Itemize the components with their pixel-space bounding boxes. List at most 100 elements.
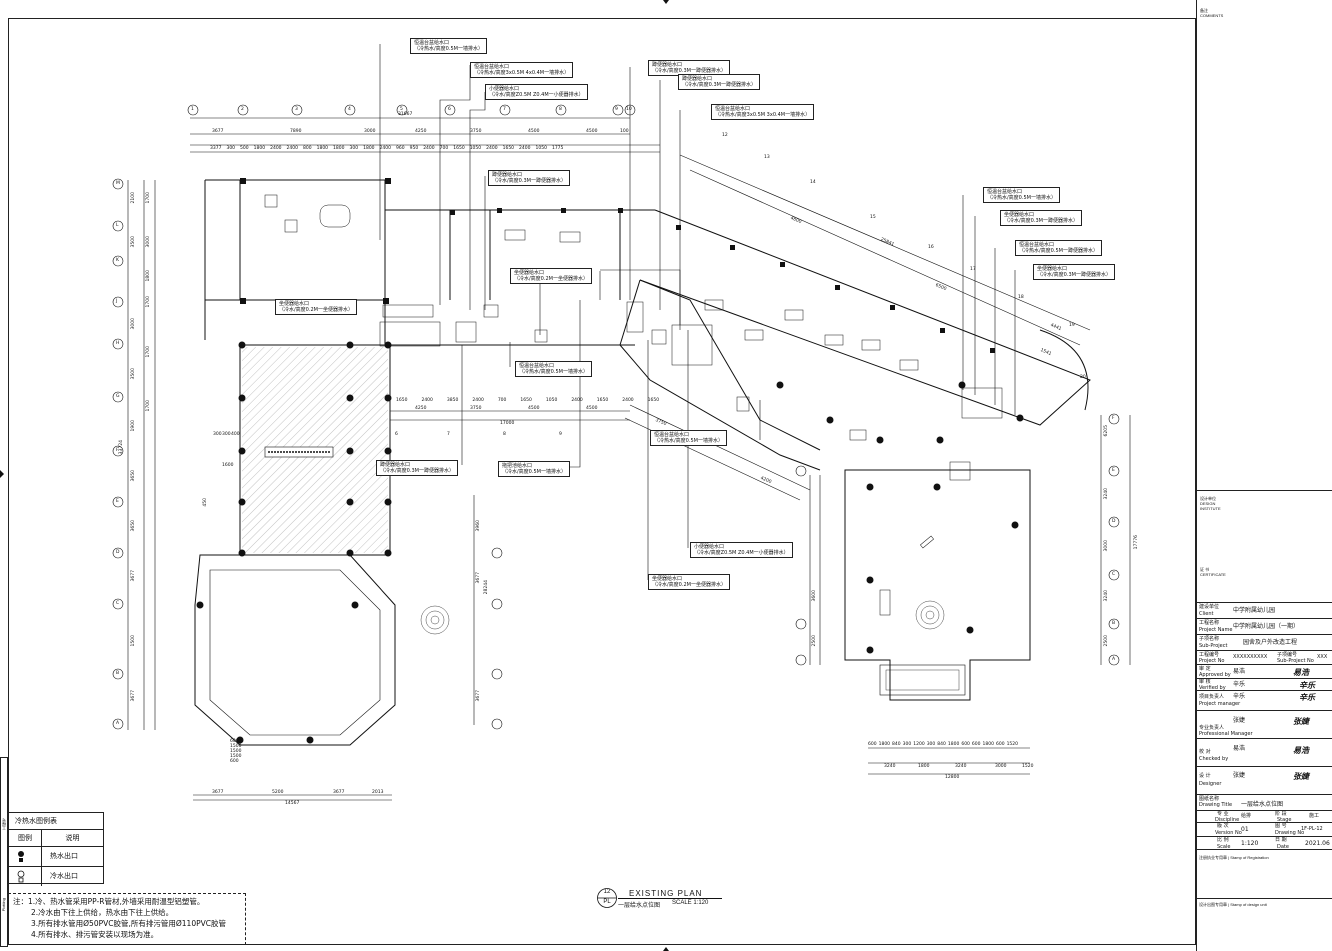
plan-sheet: PL xyxy=(603,899,611,905)
callout-box: 坐便器给水口（冷水/高度0.2M一坐便器排水） xyxy=(648,574,730,590)
dimension-total: 33724 xyxy=(119,440,124,455)
dimension: 1650 xyxy=(647,398,660,403)
signature-icon: 辛乐 xyxy=(1299,692,1315,702)
scale-value: 1:120 xyxy=(1241,840,1259,847)
dimension: 3677 xyxy=(212,129,224,134)
date-value: 2021.06 xyxy=(1305,840,1330,847)
callout-box: 小便器给水口（冷水/高度Z0.5M Z0.4M一小便器排水） xyxy=(485,84,588,100)
designer-label-en: Designer xyxy=(1199,781,1222,787)
callout-title: 坐便器给水口 xyxy=(279,301,310,307)
dimension: 1600 xyxy=(222,463,234,468)
dimension: 1800 xyxy=(878,742,891,747)
dimension-total: 14567 xyxy=(285,801,300,806)
dimension: 3240 xyxy=(884,764,896,769)
project-row: 工程名称 Project Name 中学附属幼儿园（一期） xyxy=(1197,618,1332,634)
legend-table: 冷热水图例表 图例 说明 热水出口 冷水出口 xyxy=(8,812,104,886)
right-dimension-lines xyxy=(809,415,1131,665)
verified-value: 辛乐 xyxy=(1233,681,1246,688)
callout-detail: （冷热水/高度3x0.5M 3x0.4M一墙排水） xyxy=(715,112,811,118)
callout-title: 恒温台盆给水口 xyxy=(519,363,555,369)
checked-row: 校 对 Checked by 易浩 易浩 xyxy=(1197,738,1332,766)
callout-title: 恒温台盆给水口 xyxy=(987,189,1023,195)
axis-label: H xyxy=(116,341,120,346)
callout-box: 拖把池给水口（冷水/高度0.5M一墙排水） xyxy=(498,461,570,477)
callout-detail: （冷热水/高度0.5M一蹲便器排水） xyxy=(1019,248,1098,254)
note-line: 注：1.冷、热水管采用PP-R管材,外墙采用耐温型铝塑管。 xyxy=(13,896,241,907)
client-row: 建设单位 Client 中学附属幼儿园 xyxy=(1197,602,1332,618)
design-unit-stamp-label: 设计出图专用章 | Stamp of design unit xyxy=(1199,902,1267,907)
dimension: 300 xyxy=(902,742,912,747)
dimension: 3677 xyxy=(212,790,224,795)
dimension: 4500 xyxy=(528,406,540,411)
note-item: 1.冷、热水管采用PP-R管材,外墙采用耐温型铝塑管。 xyxy=(28,897,205,906)
axis-label: 2 xyxy=(241,107,244,112)
callout-title: 恒温台盆给水口 xyxy=(715,106,751,112)
dimension: 1800 xyxy=(316,146,329,151)
certificate-label: 证 书 xyxy=(1200,567,1210,572)
legend-row: 冷水出口 xyxy=(9,867,103,886)
callout-title: 恒温台盆给水口 xyxy=(1019,242,1055,248)
design-institute-label-en: DESIGN INSTITUTE xyxy=(1200,501,1221,511)
stage-label: 阶 段 xyxy=(1275,811,1287,817)
dimension: 300 xyxy=(222,432,231,437)
callout-box: 坐便器给水口（冷水/高度0.3M一蹲便器排水） xyxy=(1033,264,1115,280)
dimension: 4250 xyxy=(415,129,427,134)
project-no-row: 工程编号 Project No XXXXXXXXXX 子项编号 Sub-Proj… xyxy=(1197,650,1332,664)
axis-label: 4 xyxy=(348,107,351,112)
checked-label-en: Checked by xyxy=(1199,756,1229,762)
dimension: 2400 xyxy=(423,146,435,151)
dimension: 4250 xyxy=(415,406,427,411)
dimension: 2400 xyxy=(270,146,282,151)
callout-box: 恒温台盆给水口（冷热水/高度0.5M一墙排水） xyxy=(983,187,1060,203)
date-label: 日 期 xyxy=(1275,837,1287,843)
dimension: 3500 xyxy=(131,236,136,248)
bottom-right-dimensions: 600 1800 840 300 1200 300 840 1800 600 6… xyxy=(868,742,1018,747)
stage-label-en: Stage xyxy=(1277,817,1292,823)
dimension: 3650 xyxy=(131,520,136,532)
dimension: 600 xyxy=(971,742,981,747)
drawing-title-value: 一层给水点位图 xyxy=(1241,801,1284,808)
dimension: 28244 xyxy=(484,580,489,595)
dimension: 3240 xyxy=(955,764,967,769)
plan-title: 12 PL EXISTING PLAN 一层给水点位图 SCALE 1:120 xyxy=(596,887,726,911)
dimension: 3000 xyxy=(146,236,151,248)
dimension: 7890 xyxy=(290,129,302,134)
axis-label: C xyxy=(116,601,120,606)
callout-title: 蹲便器给水口 xyxy=(492,172,523,178)
axis-label: 14 xyxy=(810,180,816,185)
axis-label: 16 xyxy=(928,245,934,250)
dimension: 300 xyxy=(226,146,236,151)
dimension: 3750 xyxy=(470,406,482,411)
pm-label: 项目负责人 xyxy=(1199,694,1225,700)
axis-label: 9 xyxy=(559,432,562,437)
dimension: 1700 xyxy=(146,192,151,204)
discipline-value: 给排 xyxy=(1241,813,1252,819)
axis-label: E xyxy=(1112,468,1115,473)
drawing-no-label-en: Drawing No xyxy=(1275,830,1305,836)
callout-title: 坐便器给水口 xyxy=(514,270,545,276)
callout-detail: （冷热水/高度3x0.5M 4x0.4M一墙排水） xyxy=(474,70,570,76)
registration-stamp-label: 注册执业专用章 | Stamp of Registration xyxy=(1199,855,1269,860)
dimension: 600 xyxy=(868,742,877,747)
callout-title: 坐便器给水口 xyxy=(652,576,683,582)
dimension: 1775 xyxy=(551,146,564,151)
callout-detail: （冷水/高度0.3M一蹲便器排水） xyxy=(380,468,454,474)
legend-title: 冷热水图例表 xyxy=(9,813,103,830)
stage-value: 施工 xyxy=(1309,813,1320,819)
callout-detail: （冷水/高度0.3M一蹲便器排水） xyxy=(682,82,756,88)
callout-detail: （冷水/高度Z0.5M Z0.4M一小便器排水） xyxy=(694,550,789,556)
drawing-no-value: 1F-PL-12 xyxy=(1301,826,1323,832)
dimension: 2500 xyxy=(812,635,817,647)
subproject-label-en: Sub-Project xyxy=(1199,643,1228,649)
callout-box: 蹲便器给水口（冷水/高度0.3M一蹲便器排水） xyxy=(678,74,760,90)
design-institute-section: 设计单位 DESIGN INSTITUTE 证 书 CERTIFICATE xyxy=(1197,490,1332,577)
certificate-label-en: CERTIFICATE xyxy=(1200,572,1226,577)
note-item: 3.所有排水管用Ø50PVC胶管,所有排污管用Ø110PVC胶管 xyxy=(31,919,226,928)
axis-left xyxy=(112,178,503,730)
dimension: 1650 xyxy=(396,398,408,403)
callout-title: 小便器给水口 xyxy=(694,544,725,550)
axis-right xyxy=(795,413,1120,666)
callout-detail: （冷水/高度0.2M一坐便器排水） xyxy=(279,307,353,313)
dimension: 300 xyxy=(926,742,936,747)
axis-label: 18 xyxy=(1018,295,1024,300)
